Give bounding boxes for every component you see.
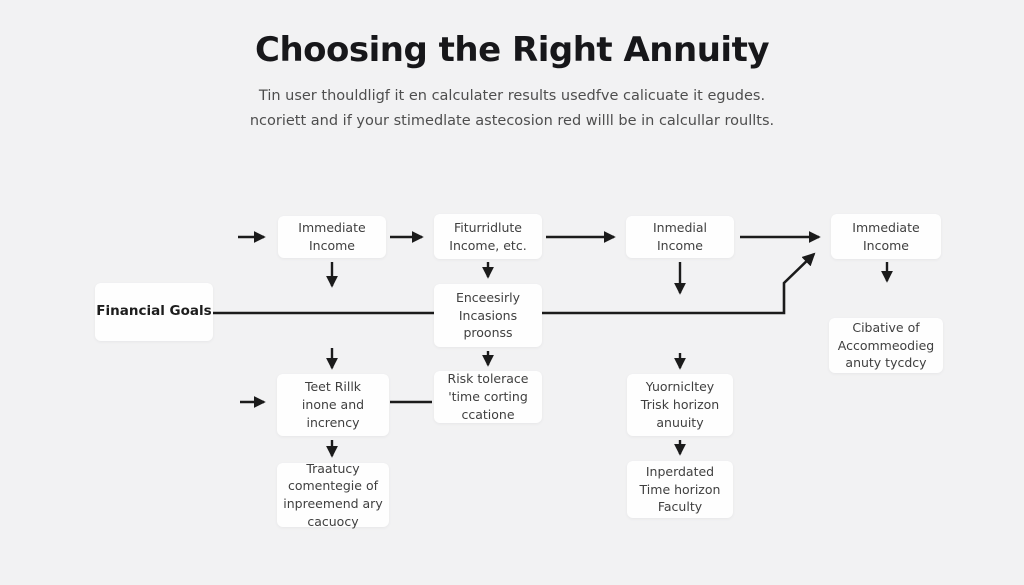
node-risk-tolerace: Risk tolerace 'time corting ccatione — [434, 371, 542, 423]
node-immediate-income-1: Immediate Income — [278, 216, 386, 258]
page-title: Choosing the Right Annuity — [255, 30, 769, 70]
node-immediate-income-2: Immediate Income — [831, 214, 941, 259]
node-financial-goals: Financial Goals — [95, 283, 213, 341]
node-yuornicltey-horizon: Yuornicltey Trisk horizon anuuity — [627, 374, 733, 436]
node-traatucy-strategy: Traatucy comentegie of inpreemend ary ca… — [277, 461, 389, 529]
node-enceesirly-process: Enceesirly Incasions proonss — [434, 284, 542, 347]
header: Choosing the Right Annuity Tin user thou… — [0, 30, 1024, 134]
node-teet-rillk: Teet Rillk inone and incrency — [277, 374, 389, 436]
page-subtitle: Tin user thouldligf it en calculater res… — [0, 84, 1024, 134]
node-inperdated-faculty: Inperdated Time horizon Faculty — [627, 461, 733, 518]
node-fiturridlute-income: Fiturridlute Income, etc. — [434, 214, 542, 259]
node-cibative-outcome: Cibative of Accommeodieg anuty tycdcy — [829, 318, 943, 373]
node-inmedial-income: Inmedial Income — [626, 216, 734, 258]
subtitle-line-1: Tin user thouldligf it en calculater res… — [258, 88, 766, 104]
subtitle-line-2: ncoriett and if your stimedlate astecosi… — [249, 113, 775, 129]
